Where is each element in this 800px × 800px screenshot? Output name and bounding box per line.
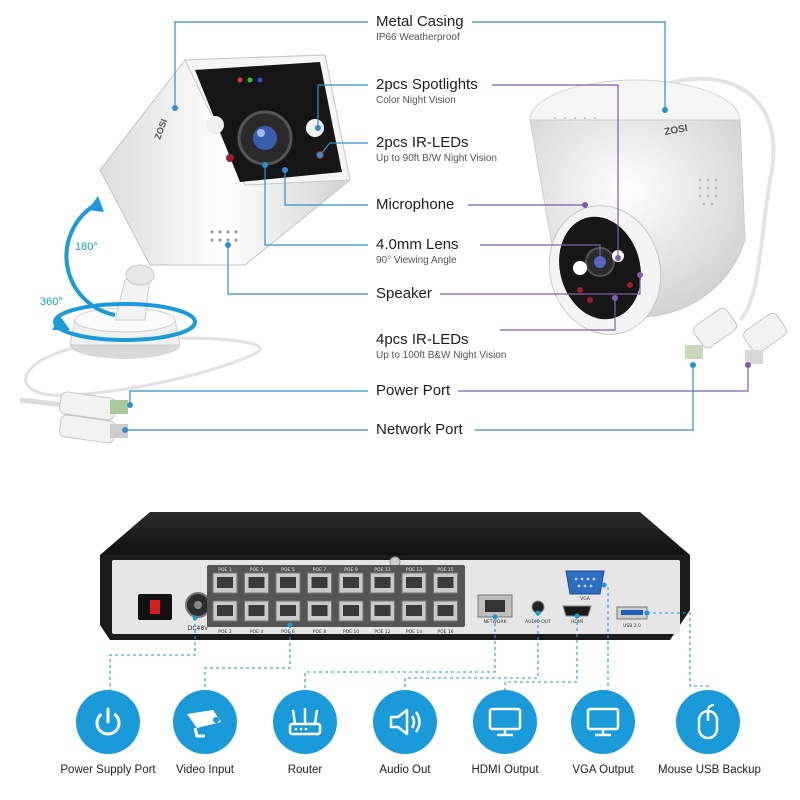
poe-port-socket [311,577,328,588]
callout-network-port: Network Port [376,421,463,439]
poe-port-label: POE 10 [343,629,359,635]
network-label: NETWORK [483,619,507,625]
usb-label: USB 2.0 [623,623,641,629]
mouse-icon [676,690,740,754]
poe-switch-block [207,565,465,627]
callout-microphone: Microphone [376,196,454,214]
callout-lens: 4.0mm Lens 90° Viewing Angle [376,236,459,267]
leader-dots [122,105,751,433]
poe-port-label: POE 1 [218,567,232,573]
power-icon [76,690,140,754]
monitor-icon [473,690,537,754]
poe-port-label: POE 12 [374,629,390,635]
poe-port-label: POE 3 [250,567,264,573]
dome-brand-logo: ZOSI [664,123,689,138]
callout-title: Network Port [376,421,463,438]
rotation-360-label: 360° [40,296,63,308]
callout-title: 2pcs IR-LEDs [376,134,469,151]
vga-connector [565,570,605,595]
port-router: Router [255,690,355,776]
callout-title: Speaker [376,285,432,302]
camera-leader-lines [125,21,749,431]
poe-port-label: POE 2 [218,629,232,635]
nvr-recorder [100,512,690,640]
camera-icon [173,690,237,754]
poe-port-socket [374,605,391,616]
port-label: Video Input [176,764,234,776]
poe-port-label: POE 16 [437,629,453,635]
poe-port-socket [248,577,265,588]
poe-port-socket [437,605,454,616]
port-video-input: Video Input [155,690,255,776]
poe-port-socket [437,577,454,588]
speaker-icon [373,690,437,754]
port-label: VGA Output [572,764,634,776]
rotation-arrows [52,196,197,342]
poe-port-label: POE 15 [437,567,453,573]
poe-port-label: POE 13 [406,567,422,573]
bullet-connectors [19,391,128,444]
poe-port-socket [311,605,328,616]
bullet-camera [24,54,351,397]
poe-port-socket [406,605,422,616]
port-hdmi-output: HDMI Output [455,690,555,776]
poe-port-label: POE 7 [313,567,327,573]
hdmi-port [562,605,592,617]
callout-subtitle: Color Night Vision [376,95,456,106]
callout-title: Metal Casing [376,13,464,30]
port-mouse-usb: Mouse USB Backup [658,690,761,776]
port-label: Power Supply Port [60,764,156,776]
callout-title: 4pcs IR-LEDs [376,331,469,348]
port-audio-out: Audio Out [355,690,455,776]
port-label: Audio Out [379,764,431,776]
nvr-leader-lines [109,584,709,690]
port-vga-output: VGA Output [553,690,653,776]
poe-port-socket [374,577,391,588]
vga-label: VGA [580,596,591,602]
callout-ir-leds: 2pcs IR-LEDs Up to 90ft B/W Night Vision [376,134,497,165]
router-icon [273,690,337,754]
callout-title: 4.0mm Lens [376,236,459,253]
poe-port-label: POE 5 [281,567,295,573]
poe-port-socket [343,605,359,616]
poe-port-label: POE 6 [281,629,295,635]
poe-port-label: POE 4 [250,629,264,635]
dome-camera [529,76,776,335]
port-power-supply: Power Supply Port [58,690,158,776]
poe-port-label: POE 9 [344,567,358,573]
callout-power-port: Power Port [376,382,450,400]
poe-port-socket [248,605,265,616]
monitor-icon [571,690,635,754]
callout-subtitle: Up to 100ft B&W Night Vision [376,350,507,361]
callout-metal-casing: Metal Casing IP66 Weatherproof [376,13,464,44]
callout-subtitle: Up to 90ft B/W Night Vision [376,153,497,164]
dc-label: DC48V [188,625,209,632]
poe-port-socket [406,577,422,588]
callout-speaker: Speaker [376,285,432,303]
poe-port-label: POE 14 [406,629,422,635]
port-label: Router [287,764,323,776]
callout-title: Power Port [376,382,451,399]
dome-connectors [685,307,787,364]
poe-port-socket [217,577,233,588]
poe-port-label: POE 8 [313,629,327,635]
poe-port-socket [280,605,296,616]
port-label: HDMI Output [471,764,539,776]
callout-title: Microphone [376,196,455,213]
callout-title: 2pcs Spotlights [376,76,478,93]
poe-port-label: POE 11 [374,567,390,573]
nvr-leader-dots [192,582,650,628]
poe-port-socket [217,605,233,616]
callout-subtitle: 90° Viewing Angle [376,255,457,266]
port-label: Mouse USB Backup [658,764,761,776]
poe-port-socket [343,577,359,588]
callout-dome-ir-leds: 4pcs IR-LEDs Up to 100ft B&W Night Visio… [376,331,506,362]
callout-spotlights: 2pcs Spotlights Color Night Vision [376,76,478,107]
rotation-180-label: 180° [75,241,98,253]
poe-port-socket [280,577,296,588]
callout-subtitle: IP66 Weatherproof [376,32,460,43]
